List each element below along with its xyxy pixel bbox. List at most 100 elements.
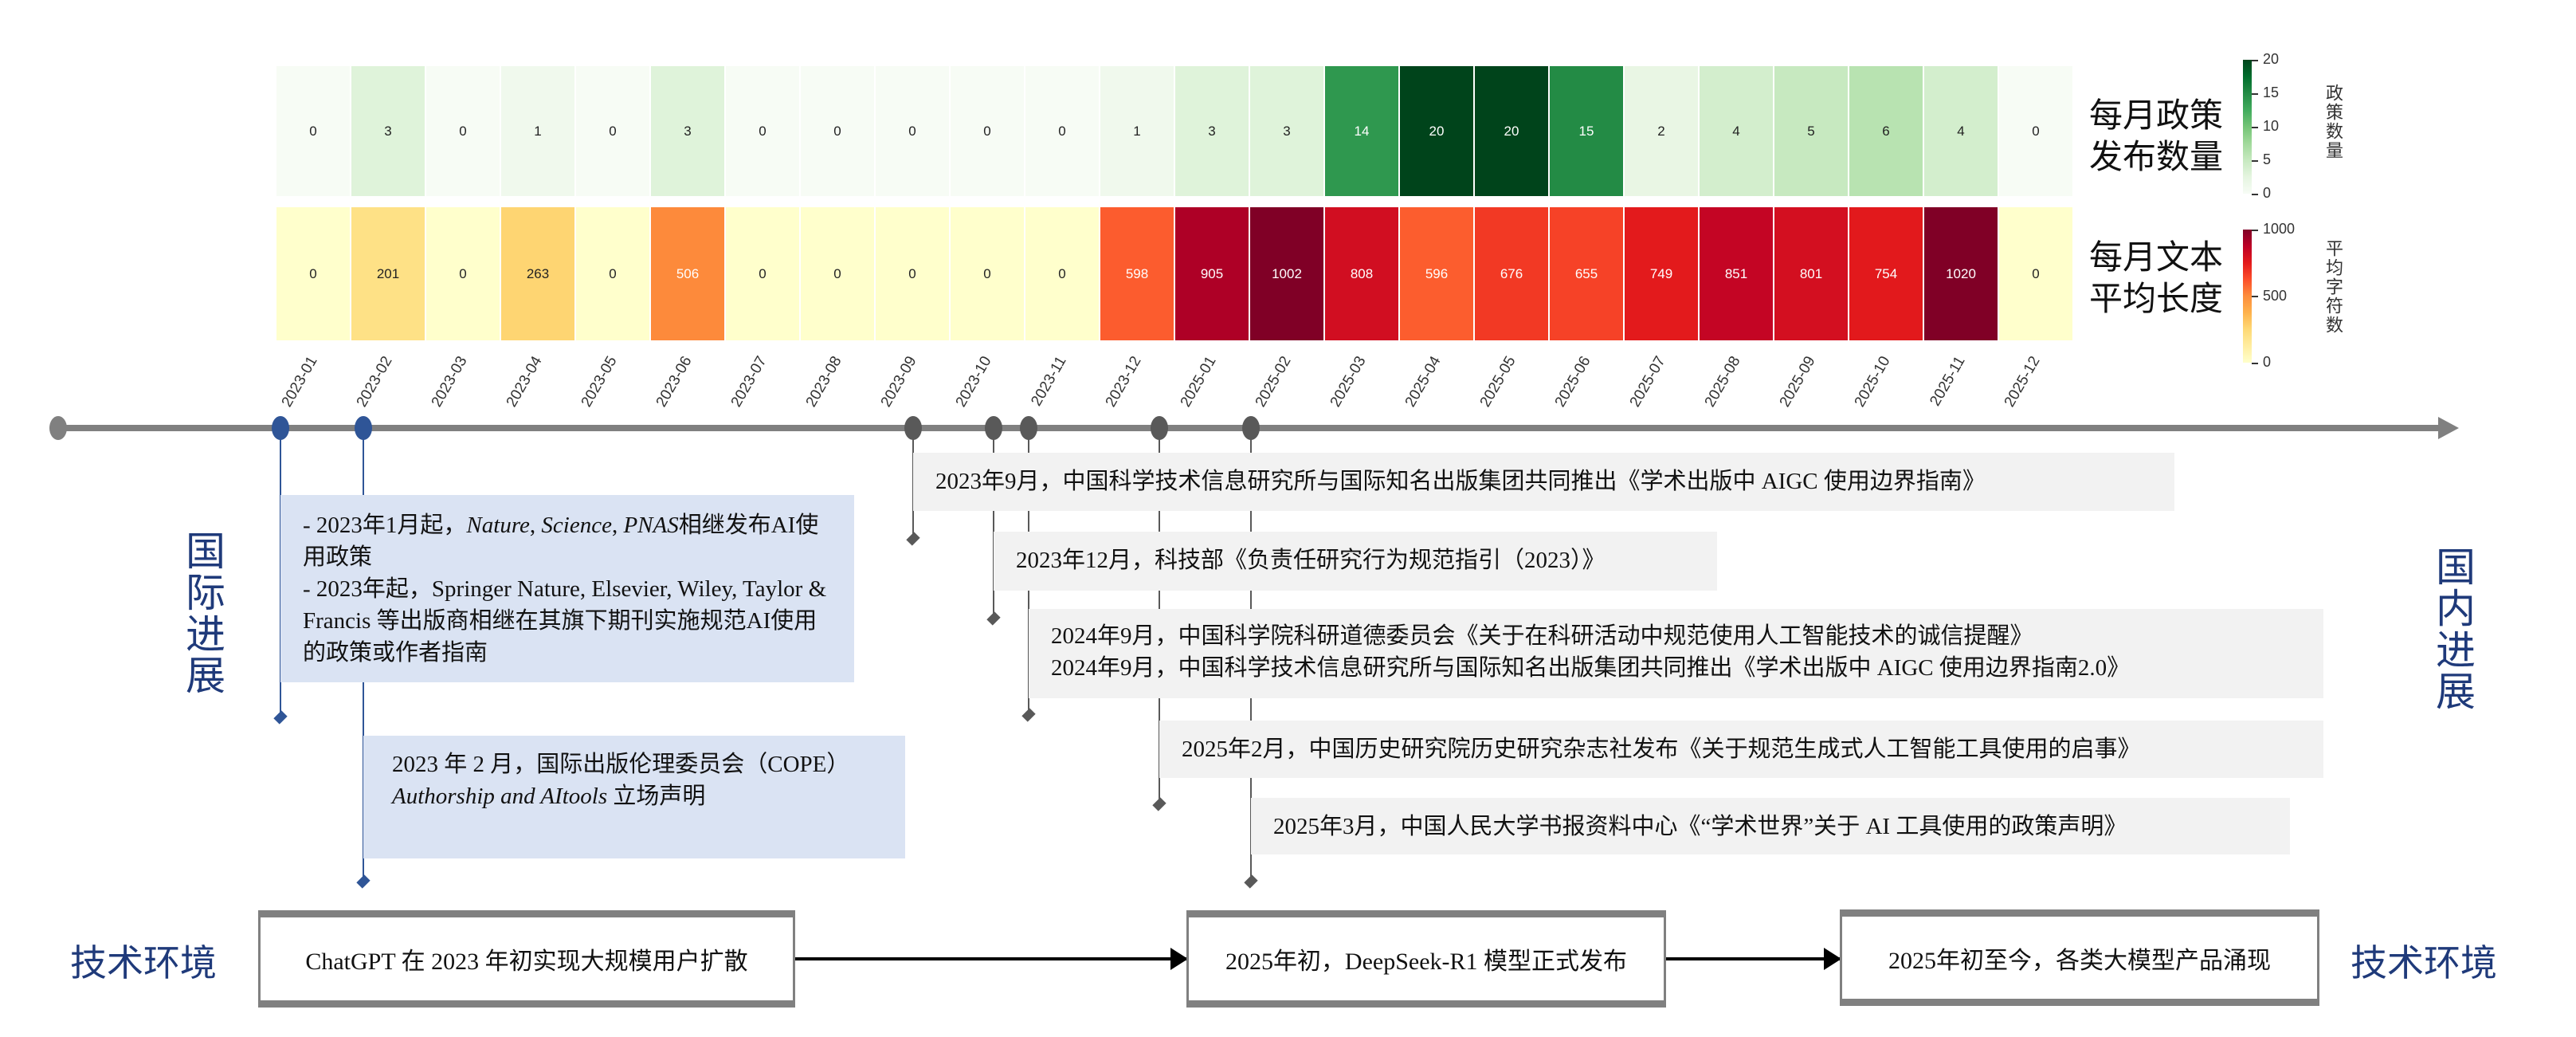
row-label-line: 每月政策 [2089,98,2224,135]
heatmap-cell: 5 [1774,66,1849,196]
row-label-policy-count: 每月政策 发布数量 [2089,96,2223,179]
label-domestic-progress: 国内进展 [2430,546,2475,712]
x-tick-label: 2023-08 [802,353,845,410]
tech-event-box-2: 2025年初，DeepSeek-R1 模型正式发布 [1186,910,1666,1008]
heatmap-cell: 201 [351,207,426,340]
colorbar-policy-count [2243,60,2252,194]
heatmap-cell: 0 [576,66,651,196]
x-tick-label: 2023-03 [428,353,471,410]
x-tick-label: 2025-06 [1551,353,1594,410]
colorbar-tick-label: 0 [2251,354,2272,370]
heatmap-cell: 0 [426,66,501,196]
heatmap-cell: 0 [576,207,651,340]
x-tick-label: 2023-02 [353,353,396,410]
heatmap-cell: 3 [1250,66,1325,196]
event-text: , [611,513,624,538]
intl-diamond-marker [356,874,371,889]
heatmap-cell: 15 [1550,66,1625,196]
heatmap-cell: 801 [1774,207,1849,340]
heatmap-cell: 4 [1924,66,1999,196]
event-text: 2023 年 2 月，国际出版伦理委员会（COPE） [392,752,850,777]
event-text: 2025年2月，中国历史研究院历史研究杂志社发布《关于规范生成式人工智能工具使用… [1182,737,2141,762]
colorbar-tick-label: 1000 [2251,221,2296,237]
heatmap-cell: 1020 [1924,207,1999,340]
x-tick-label: 2025-04 [1402,353,1445,410]
heatmap-cell: 506 [651,207,726,340]
heatmap-cell: 6 [1849,66,1924,196]
x-tick-label: 2023-09 [877,353,920,410]
event-text: ChatGPT 在 2023 年初实现大规模用户扩散 [305,949,748,975]
x-tick-label: 2025-07 [1626,353,1669,410]
domestic-diamond-marker [1244,874,1258,889]
heatmap-cell: 0 [276,66,351,196]
heatmap-cell: 0 [1025,207,1100,340]
heatmap-cell: 905 [1175,207,1250,340]
x-tick-label: 2023-01 [278,353,321,410]
x-tick-label: 2025-05 [1476,353,1519,410]
domestic-event-box-1: 2023年9月，中国科学技术信息研究所与国际知名出版集团共同推出《学术出版中 A… [913,453,2174,511]
x-tick-label: 2023-04 [503,353,546,410]
tech-event-box-1: ChatGPT 在 2023 年初实现大规模用户扩散 [258,910,795,1008]
row-label-line: 发布数量 [2089,139,2224,176]
heatmap-cell: 0 [726,207,801,340]
x-tick-label: 2023-12 [1102,353,1145,410]
x-tick-label: 2025-09 [1776,353,1819,410]
heatmap-cell: 2 [1625,66,1700,196]
tech-event-box-3: 2025年初至今，各类大模型产品涌现 [1840,909,2319,1006]
timeline-arrowhead [2438,417,2459,439]
domestic-event-dot [1020,416,1037,440]
colorbar-tick-label: 20 [2251,51,2280,67]
x-tick-label: 2025-01 [1177,353,1220,410]
x-tick-label: 2025-11 [1927,353,1969,410]
colorbar-tick-label: 10 [2251,118,2280,134]
x-tick-label: 2023-10 [952,353,995,410]
heatmap-cell: 0 [801,207,876,340]
timeline-start-dot [49,416,67,440]
domestic-event-dot [1151,416,1168,440]
heatmap-cell: 1 [1100,66,1175,196]
heatmap-cell: 0 [726,66,801,196]
x-tick-label: 2025-02 [1252,353,1295,410]
row-label-text-length: 每月文本 平均长度 [2089,238,2223,320]
label-international-progress: 国际进展 [180,530,225,696]
heatmap-cell: 0 [1999,66,2074,196]
colorbar-text-length [2243,230,2252,363]
flow-arrow [1666,948,1841,970]
heatmap-cell: 0 [276,207,351,340]
heatmap-cell: 14 [1325,66,1400,196]
heatmap-cell: 0 [951,207,1025,340]
event-text: 2024年9月，中国科学院科研道德委员会《关于在科研活动中规范使用人工智能技术的… [1051,623,2033,649]
heatmap-cell: 3 [351,66,426,196]
heatmap-cell: 851 [1700,207,1774,340]
event-text: , [529,513,542,538]
event-text: 2025年初至今，各类大模型产品涌现 [1888,947,2271,974]
colorbar-tick-label: 500 [2251,287,2288,304]
domestic-event-dot [904,416,922,440]
heatmap-cell: 749 [1625,207,1700,340]
heatmap-cell: 4 [1700,66,1774,196]
heatmap-cell: 0 [426,207,501,340]
document-title: Authorship and AItools [392,784,608,809]
heatmap-cell: 676 [1475,207,1550,340]
event-text: 立场声明 [607,784,706,809]
domestic-event-box-5: 2025年3月，中国人民大学书报资料中心《“学术世界”关于 AI 工具使用的政策… [1251,798,2290,854]
heatmap-cell: 3 [1175,66,1250,196]
domestic-connector [993,430,994,618]
heatmap-cell: 754 [1849,207,1924,340]
heatmap-cell: 3 [651,66,726,196]
intl-diamond-marker [273,710,288,725]
event-text: 2023年12月，科技部《负责任研究行为规范指引（2023）》 [1016,548,1606,573]
heatmap-cell: 263 [501,207,576,340]
colorbar-tick-label: 15 [2251,84,2280,100]
event-text: - 2023年1月起， [303,513,467,538]
colorbar-tick-label: 5 [2251,151,2272,167]
domestic-event-box-3: 2024年9月，中国科学院科研道德委员会《关于在科研活动中规范使用人工智能技术的… [1029,609,2323,698]
x-tick-label: 2025-03 [1327,353,1370,410]
journal-name: PNAS [623,513,679,538]
event-text: 相继发布AI使用政策 [303,513,819,570]
x-tick-label: 2023-07 [727,353,770,410]
domestic-event-box-2: 2023年12月，科技部《负责任研究行为规范指引（2023）》 [994,532,1717,591]
heatmap-cell: 1002 [1250,207,1325,340]
x-tick-label: 2023-06 [653,353,696,410]
event-text: - 2023年起，Springer Nature, Elsevier, Wile… [303,576,827,666]
